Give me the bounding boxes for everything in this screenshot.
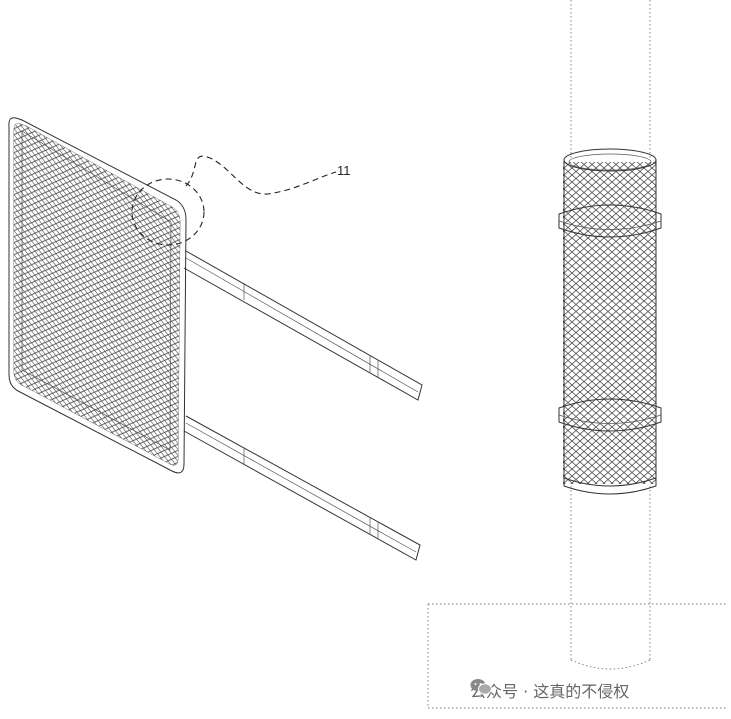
post <box>570 0 651 670</box>
lower-rail <box>183 415 421 561</box>
detail-callout: 11 <box>131 155 351 246</box>
watermark: 公众号 · 这真的不侵权 <box>470 678 629 702</box>
wechat-icon <box>470 679 492 695</box>
upper-rail <box>183 250 423 401</box>
watermark-text: 公众号 · 这真的不侵权 <box>470 682 630 701</box>
mesh-panel <box>8 117 187 474</box>
mesh-sleeve <box>558 148 662 495</box>
callout-label-11: 11 <box>337 163 351 178</box>
ground-outline <box>427 603 728 709</box>
